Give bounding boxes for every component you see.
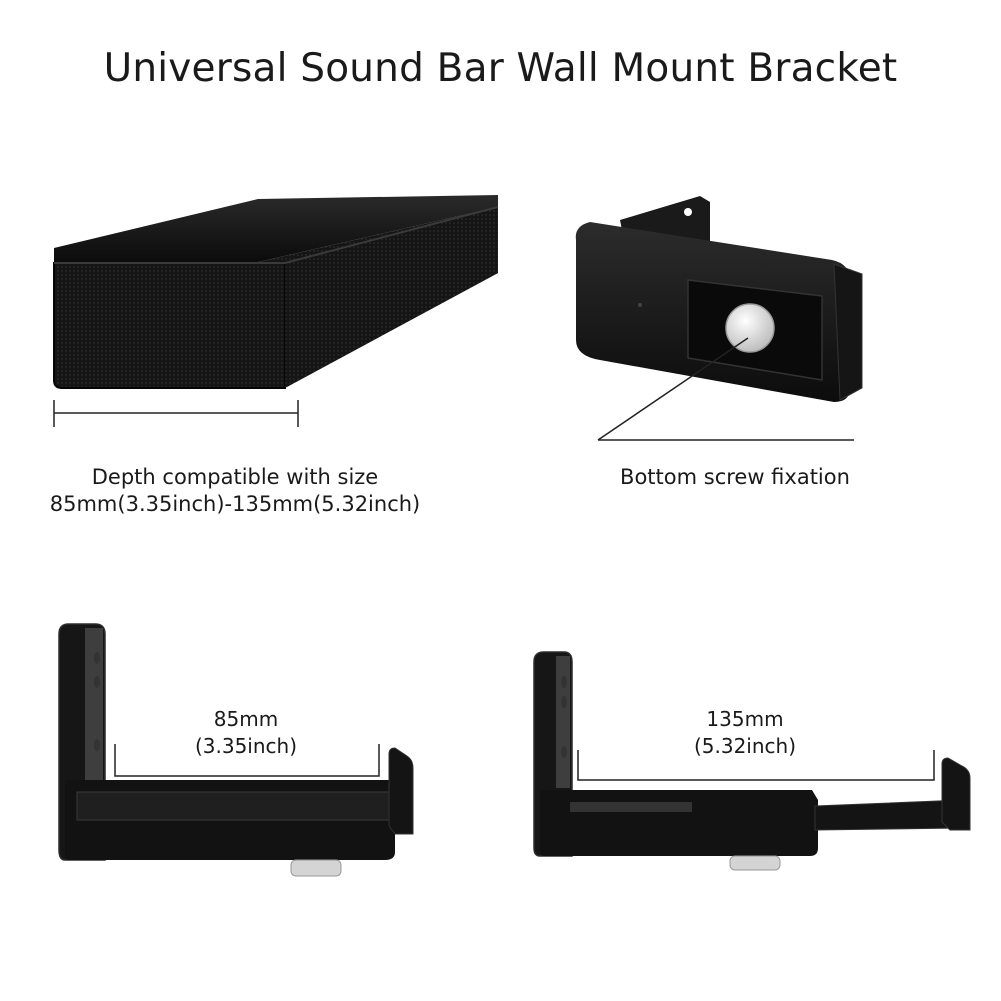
screw-leader-line xyxy=(597,337,749,441)
dimension-135mm-inch: (5.32inch) xyxy=(693,734,797,758)
dimension-85mm-line xyxy=(114,744,380,777)
dimension-135mm-label: 135mm (5.32inch) xyxy=(645,706,845,760)
bracket-135mm-image xyxy=(533,651,971,871)
soundbar-image xyxy=(53,195,499,427)
dimension-85mm-inch: (3.35inch) xyxy=(194,734,298,758)
bracket-closeup-image xyxy=(575,196,863,441)
dimension-135mm-line xyxy=(577,750,935,781)
depth-caption: Depth compatible with size 85mm(3.35inch… xyxy=(0,464,470,518)
bracket-85mm-image xyxy=(58,623,414,877)
page-title: Universal Sound Bar Wall Mount Bracket xyxy=(103,46,898,91)
dimension-85mm-label: 85mm (3.35inch) xyxy=(146,706,346,760)
depth-caption-line1: Depth compatible with size xyxy=(91,465,379,489)
depth-caption-line2: 85mm(3.35inch)-135mm(5.32inch) xyxy=(49,492,421,516)
dimension-135mm-mm: 135mm xyxy=(706,707,784,731)
dimension-85mm-mm: 85mm xyxy=(213,707,279,731)
screw-caption: Bottom screw fixation xyxy=(620,465,850,489)
screw-knob-icon xyxy=(725,303,775,353)
